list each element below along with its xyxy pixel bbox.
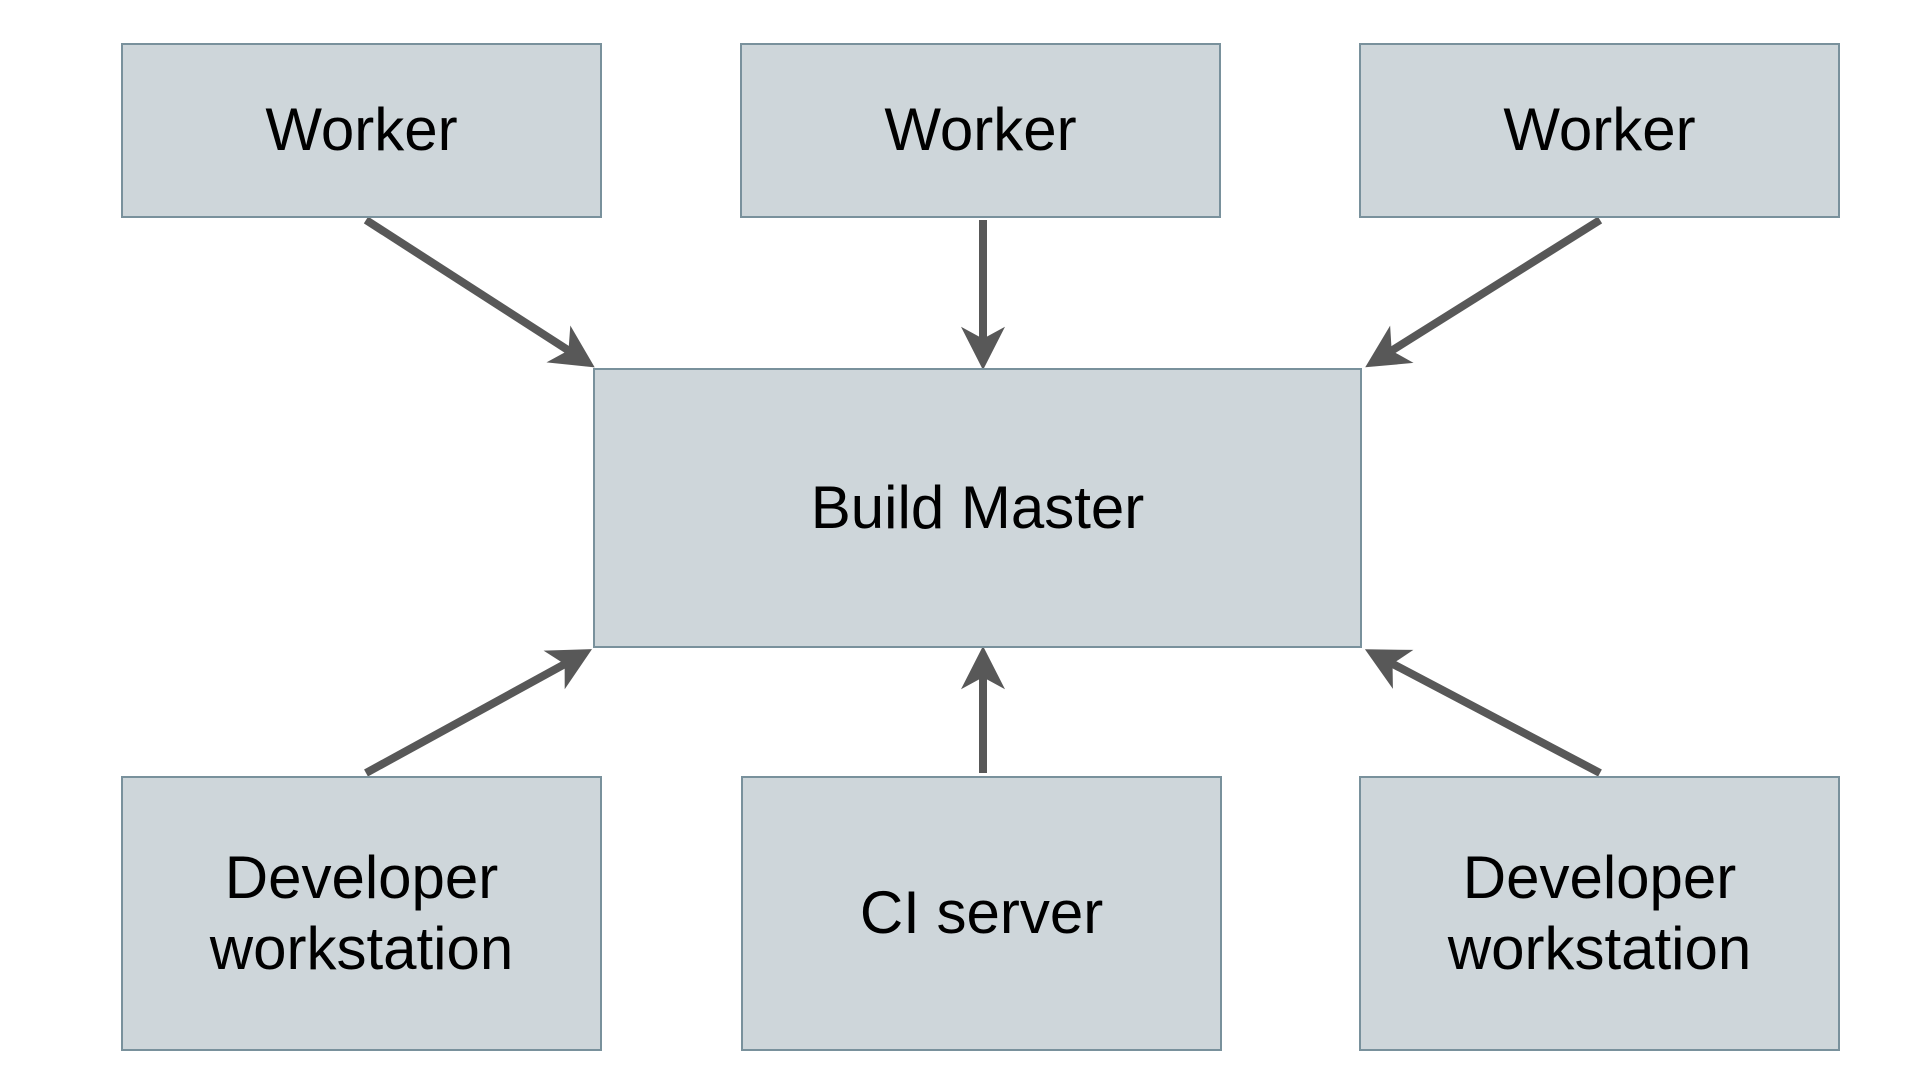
node-build-master-label: Build Master (810, 473, 1145, 541)
node-worker-2-label: Worker (884, 96, 1077, 164)
node-build-master[interactable]: Build Master (593, 368, 1362, 648)
node-worker-2[interactable]: Worker (740, 43, 1221, 218)
edge-dev-ws-left-to-build-master (364, 649, 593, 777)
edge-worker3-to-build-master (1365, 216, 1603, 368)
node-developer-workstation-right[interactable]: Developer workstation (1359, 776, 1840, 1051)
node-worker-3-label: Worker (1503, 96, 1696, 164)
edge-dev-ws-right-to-build-master (1364, 649, 1602, 777)
node-developer-workstation-right-label: Developer workstation (1447, 843, 1752, 982)
node-worker-1[interactable]: Worker (121, 43, 602, 218)
node-developer-workstation-left[interactable]: Developer workstation (121, 776, 602, 1051)
edge-worker1-to-build-master (363, 216, 595, 368)
node-ci-server-label: CI server (859, 879, 1104, 947)
node-worker-1-label: Worker (265, 96, 458, 164)
node-developer-workstation-left-label: Developer workstation (209, 843, 514, 982)
node-worker-3[interactable]: Worker (1359, 43, 1840, 218)
node-ci-server[interactable]: CI server (741, 776, 1222, 1051)
